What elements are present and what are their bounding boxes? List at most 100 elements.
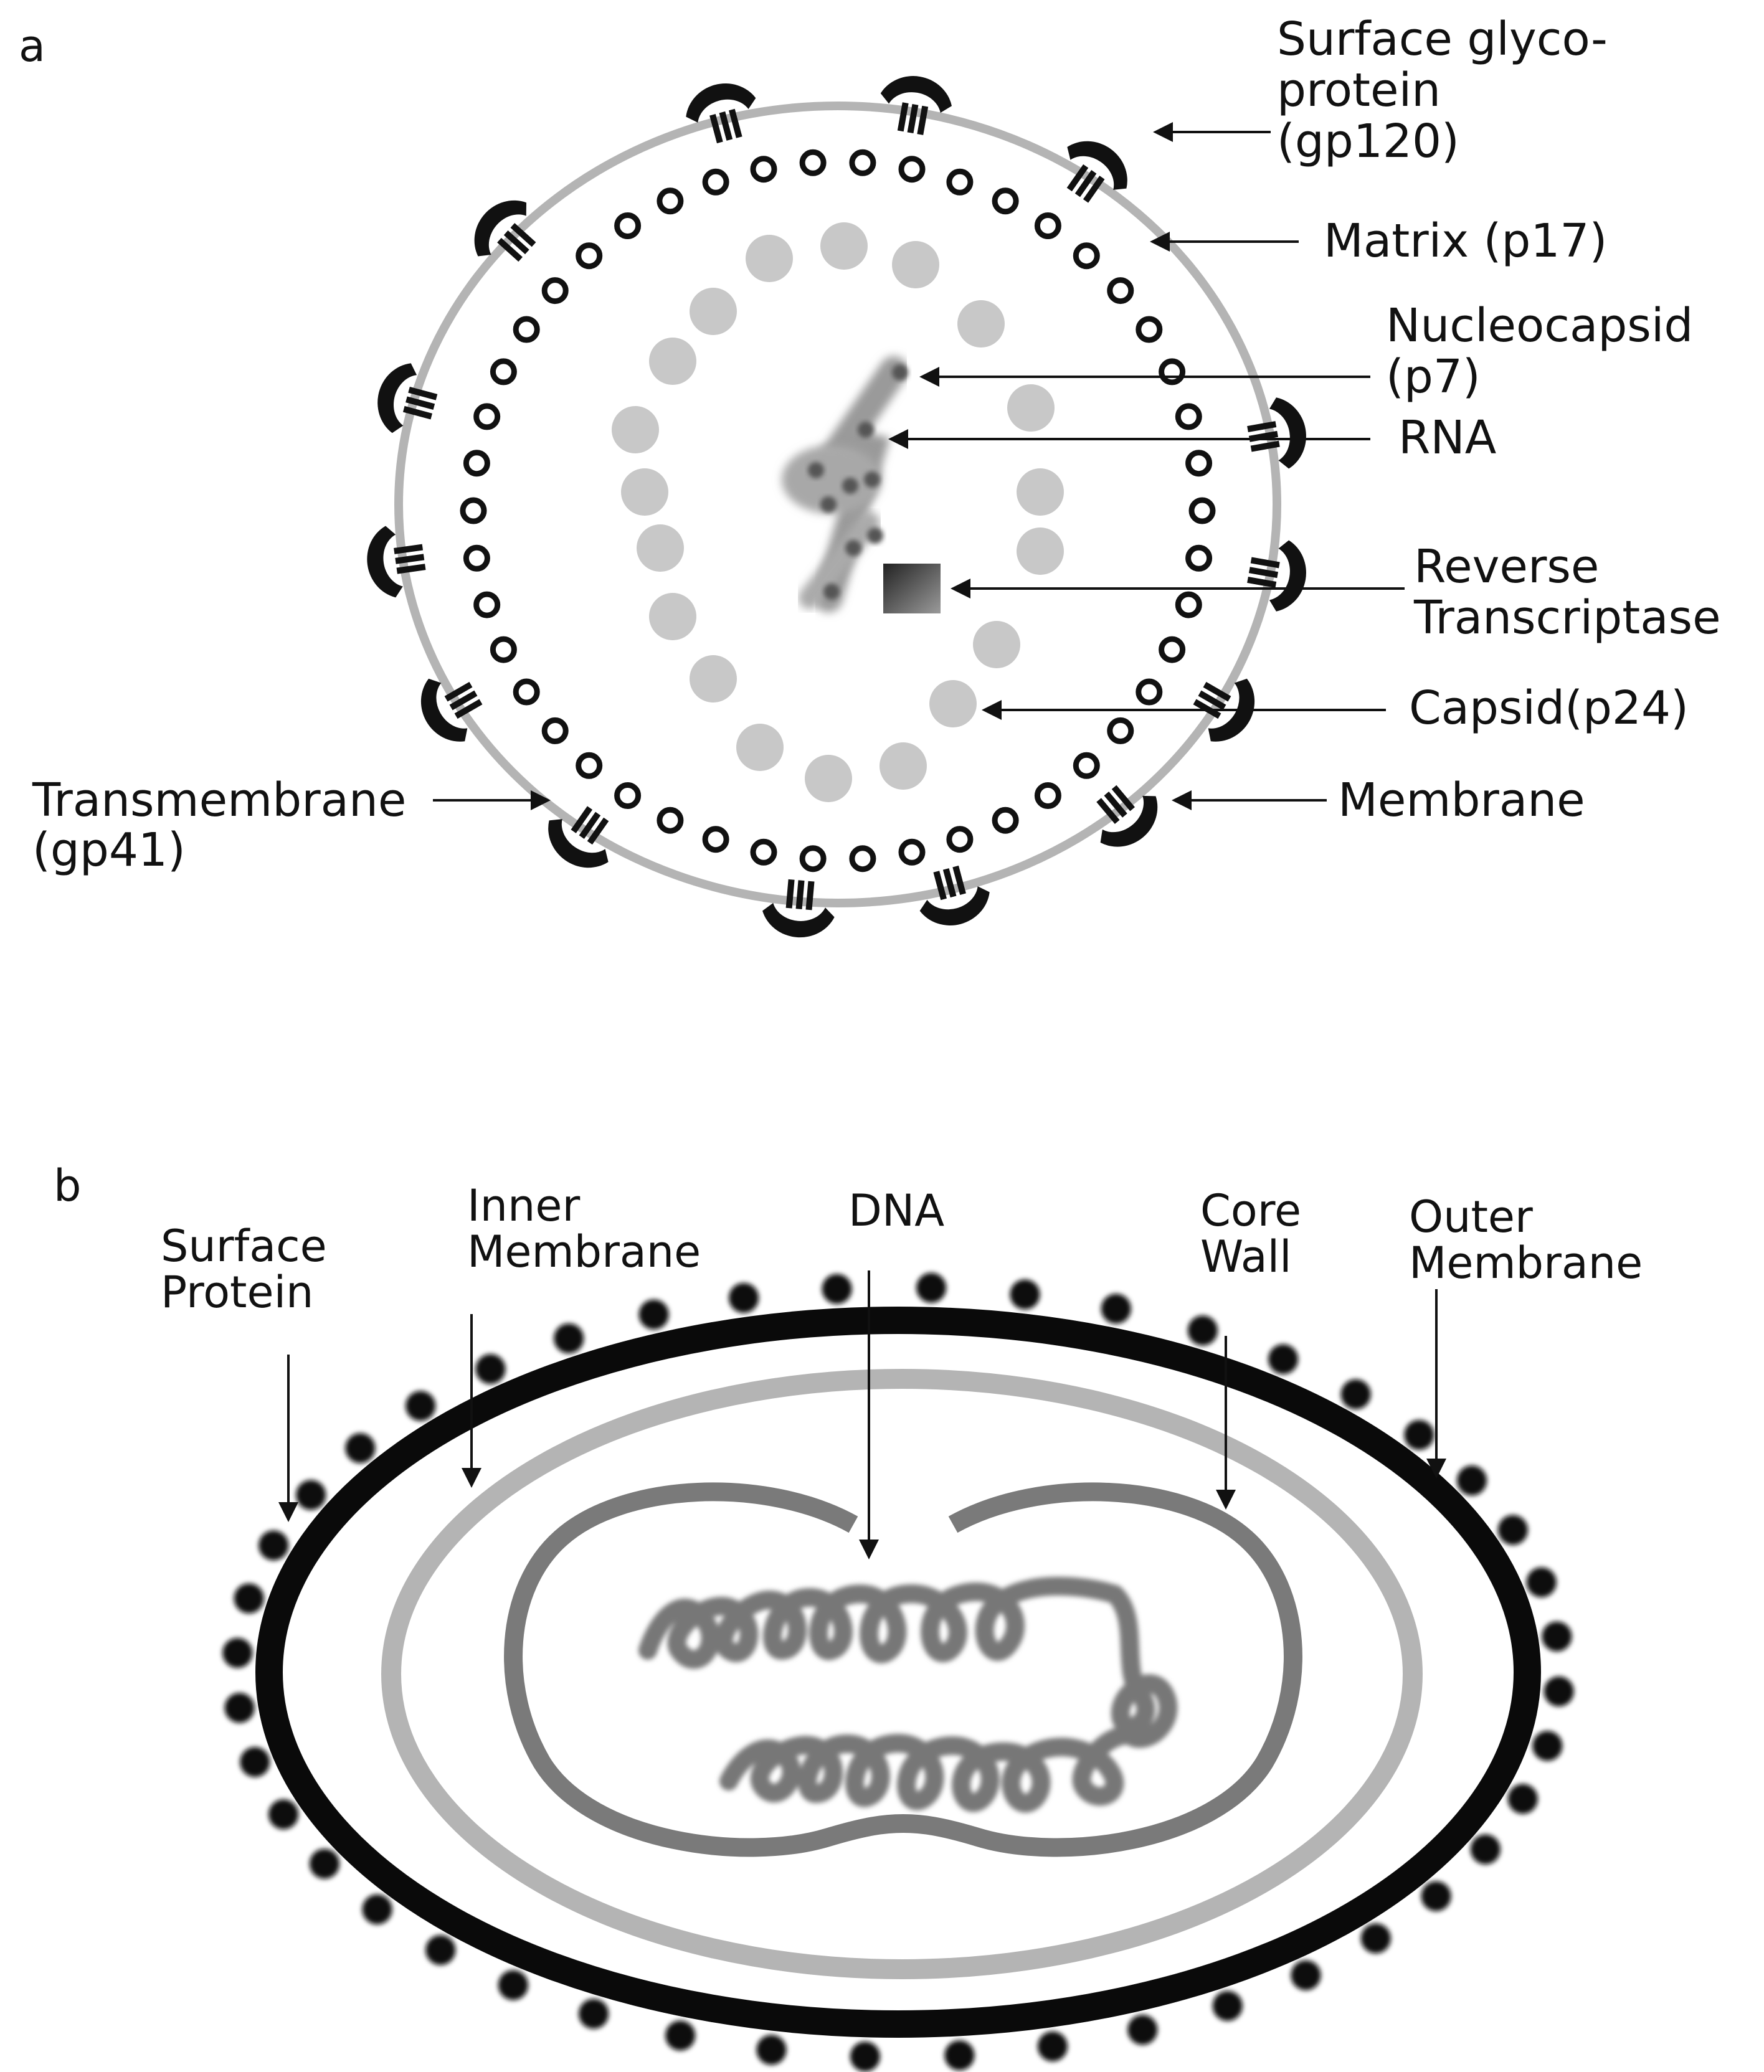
capsid-protein xyxy=(621,468,668,516)
matrix-protein xyxy=(1073,242,1100,270)
surface-protein-dot xyxy=(1404,1420,1434,1450)
matrix-protein xyxy=(1107,277,1134,305)
gp120-cap xyxy=(1208,678,1255,742)
matrix-protein xyxy=(614,212,642,239)
matrix-protein xyxy=(1107,717,1134,744)
gp120-cap xyxy=(377,363,417,433)
capsid-protein xyxy=(690,288,737,335)
gp120-cap xyxy=(1100,795,1158,847)
capsid-ring xyxy=(612,222,1064,802)
matrix-protein xyxy=(898,156,926,183)
matrix-protein xyxy=(1073,752,1100,779)
matrix-protein xyxy=(1175,591,1202,618)
matrix-protein xyxy=(702,168,729,196)
inner-membrane xyxy=(381,1369,1423,1979)
capsid-protein xyxy=(649,338,696,385)
label-reverse-transcriptase: Reverse Transcriptase xyxy=(1413,540,1721,645)
envelope-spike xyxy=(1096,785,1158,847)
envelope-spike xyxy=(880,76,952,135)
capsid-protein xyxy=(892,241,939,288)
surface-protein-dot xyxy=(425,1935,456,1966)
nucleocapsid-protein xyxy=(858,422,874,438)
surface-protein-dot xyxy=(405,1391,436,1421)
panel-a-letter: a xyxy=(19,21,45,72)
matrix-protein xyxy=(1159,636,1186,663)
matrix-protein xyxy=(657,187,684,215)
capsid-protein xyxy=(736,724,784,771)
label-capsid: Capsid(p24) xyxy=(1409,681,1689,735)
matrix-protein xyxy=(657,807,684,834)
capsid-protein xyxy=(957,300,1005,348)
gp120-cap xyxy=(548,819,609,868)
matrix-protein xyxy=(702,826,729,853)
surface-protein-dot xyxy=(1421,1881,1451,1911)
envelope-spike xyxy=(686,83,756,144)
surface-protein-dot xyxy=(579,1999,609,2029)
nucleocapsid-protein xyxy=(864,471,880,488)
matrix-protein xyxy=(1188,497,1216,524)
envelope-spike xyxy=(367,526,426,598)
capsid-protein xyxy=(1007,384,1055,432)
capsid-protein xyxy=(929,680,977,727)
surface-protein-dot xyxy=(1340,1379,1371,1409)
matrix-protein xyxy=(473,591,501,618)
gp41-stalk xyxy=(897,102,929,135)
surface-protein-dot xyxy=(1291,1960,1321,1990)
surface-protein-dot xyxy=(554,1323,584,1354)
surface-protein-dot xyxy=(268,1799,299,1830)
nucleocapsid-protein xyxy=(867,527,883,544)
core-wall xyxy=(504,1482,1302,1857)
capsid-protein xyxy=(649,593,696,640)
surface-protein-dot xyxy=(1037,2031,1068,2061)
envelope-spike xyxy=(548,806,609,868)
envelope-spike xyxy=(919,865,990,925)
matrix-protein xyxy=(614,782,642,809)
surface-protein-dot xyxy=(475,1354,506,1384)
matrix-protein xyxy=(576,752,603,779)
capsid-protein xyxy=(805,755,852,802)
surface-protein-dot xyxy=(1101,1294,1131,1324)
panel-b-letter: b xyxy=(54,1160,81,1211)
surface-protein-dot xyxy=(1542,1621,1572,1652)
matrix-protein xyxy=(1034,212,1061,239)
surface-protein-dot xyxy=(1532,1731,1563,1761)
matrix-protein xyxy=(898,838,926,866)
surface-protein-dot xyxy=(916,1272,947,1303)
envelope-spike xyxy=(1247,540,1306,612)
matrix-protein xyxy=(490,358,517,386)
surface-protein-dot xyxy=(944,2040,975,2071)
surface-protein-dots xyxy=(222,1272,1574,2072)
gp41-stalk xyxy=(444,681,483,719)
surface-protein-dot xyxy=(1268,1344,1299,1374)
matrix-protein xyxy=(1034,782,1061,809)
nucleocapsid-protein xyxy=(808,462,824,478)
label-outer-membrane: Outer Membrane xyxy=(1409,1191,1643,1289)
matrix-protein xyxy=(1185,450,1213,477)
envelope-spikes xyxy=(367,76,1306,938)
panel-a: a Surface glyco- pro xyxy=(19,12,1721,938)
matrix-protein xyxy=(750,156,777,183)
matrix-protein xyxy=(513,678,540,706)
matrix-protein xyxy=(1136,678,1163,706)
matrix-protein xyxy=(1159,358,1186,386)
surface-protein-dot xyxy=(1497,1515,1528,1545)
matrix-protein xyxy=(490,636,517,663)
surface-protein-dot xyxy=(638,1299,669,1330)
surface-protein-dot xyxy=(224,1693,255,1723)
matrix-protein xyxy=(750,838,777,866)
gp120-cap xyxy=(367,526,403,598)
panel-a-leaders xyxy=(433,122,1405,810)
capsid-protein xyxy=(1017,527,1064,575)
label-dna: DNA xyxy=(848,1185,944,1236)
gp41-stalk xyxy=(1247,557,1280,588)
label-rna: RNA xyxy=(1398,411,1497,465)
gp120-cap xyxy=(1269,397,1306,469)
nucleocapsid-protein xyxy=(892,364,908,381)
envelope-spike xyxy=(1066,141,1127,203)
matrix-ring xyxy=(460,149,1216,873)
surface-protein-dot xyxy=(362,1894,392,1924)
surface-protein-dot xyxy=(310,1848,339,1879)
nucleocapsid-protein xyxy=(820,496,837,513)
surface-protein-dot xyxy=(850,2041,880,2072)
